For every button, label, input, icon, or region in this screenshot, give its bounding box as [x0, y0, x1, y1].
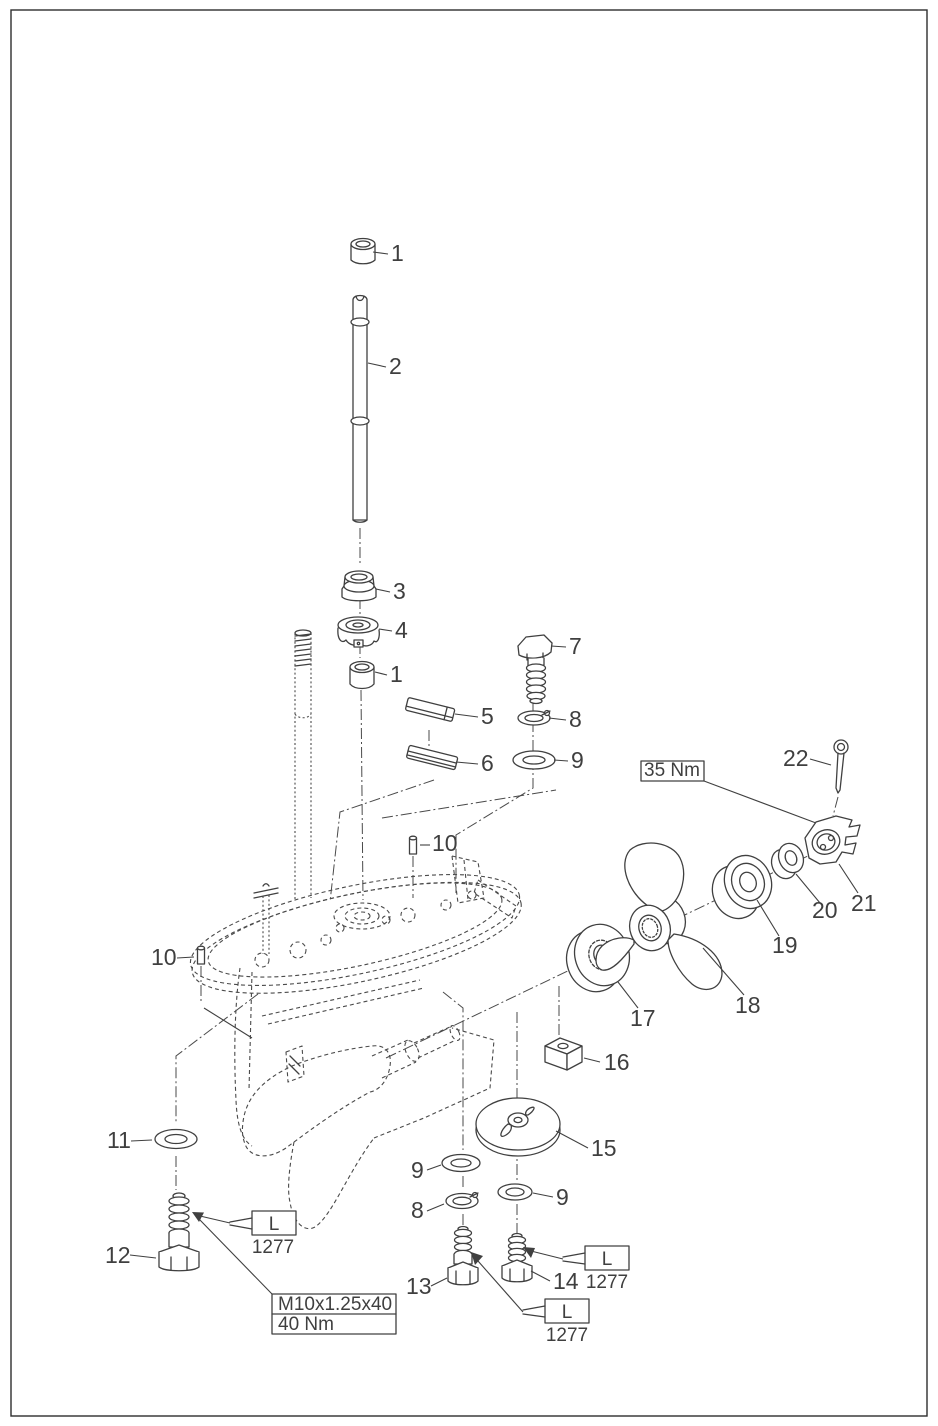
- flange-stud: [294, 629, 312, 900]
- callout-8: 8: [569, 706, 582, 732]
- callout-14: 14: [553, 1268, 579, 1294]
- bolt-spec-label: M10x1.25x40: [278, 1294, 392, 1315]
- part-18-propeller: [595, 842, 723, 991]
- part-16-block: [544, 1037, 583, 1071]
- part-7-bolt: [517, 634, 553, 705]
- part-20-washer: [770, 842, 805, 880]
- callout-9: 9: [571, 747, 584, 773]
- callout-10-left: 10: [151, 944, 177, 970]
- callout-4: 4: [395, 617, 408, 643]
- callout-7: 7: [569, 633, 582, 659]
- part-14-bolt: [501, 1232, 533, 1283]
- part-21-castle-nut: [804, 815, 861, 865]
- part-13-bolt: [447, 1225, 479, 1286]
- callout-13: 13: [406, 1273, 432, 1299]
- part-11-washer: [154, 1128, 198, 1150]
- part-8-lock-washer-mid: [445, 1191, 479, 1210]
- drawing-border: [10, 9, 928, 1417]
- part-10-pin-upper: [408, 835, 418, 855]
- part-12-bolt: [158, 1192, 200, 1272]
- callout-9-mid: 9: [411, 1157, 424, 1183]
- part-5-key: [405, 697, 456, 722]
- loctite-number: 1277: [546, 1325, 588, 1346]
- part-8-lock-washer: [517, 709, 551, 726]
- part-9-washer-mid: [441, 1153, 481, 1173]
- callout-21: 21: [851, 890, 877, 916]
- gearcase-housing-hidden: [189, 629, 522, 1230]
- part-15-cover-plate: [475, 1097, 561, 1157]
- callout-numbers: 1 2 3 4 1 5 6 7 8 9 10 10 11 12 13 14 15…: [105, 240, 877, 1299]
- callout-1-mid: 1: [390, 661, 403, 687]
- callout-5: 5: [481, 703, 494, 729]
- loctite-letter: L: [562, 1302, 573, 1323]
- bolt-torque-label: 40 Nm: [278, 1314, 334, 1335]
- callout-18: 18: [735, 992, 761, 1018]
- callout-3: 3: [393, 578, 406, 604]
- callout-19: 19: [772, 932, 798, 958]
- flange-cross-stud: [253, 883, 279, 954]
- loctite-number: 1277: [586, 1272, 628, 1293]
- part-9-washer: [512, 750, 556, 770]
- callout-1-top: 1: [391, 240, 404, 266]
- callout-15: 15: [591, 1135, 617, 1161]
- loctite-letter: L: [269, 1214, 280, 1235]
- part-1-bushing-mid: [349, 660, 375, 690]
- part-19-bearing: [711, 854, 773, 920]
- callout-22: 22: [783, 745, 809, 771]
- loctite-tube-2: L 1277: [523, 1245, 630, 1293]
- callout-12: 12: [105, 1242, 131, 1268]
- loctite-number: 1277: [252, 1237, 294, 1258]
- part-9-washer-right: [497, 1183, 533, 1201]
- loctite-letter: L: [602, 1249, 613, 1270]
- part-6-key: [406, 744, 459, 771]
- callout-10-upper: 10: [432, 830, 458, 856]
- loctite-tube-3: L 1277: [471, 1252, 590, 1346]
- callout-9-right: 9: [556, 1184, 569, 1210]
- part-22-cotter-pin: [833, 739, 849, 794]
- bolt-spec-box: M10x1.25x40 40 Nm: [198, 1218, 397, 1335]
- torque-prop-label: 35 Nm: [644, 760, 700, 781]
- callout-6: 6: [481, 750, 494, 776]
- part-1-bushing-top: [350, 237, 376, 265]
- part-3-bushing: [341, 570, 377, 602]
- callout-2: 2: [389, 353, 402, 379]
- callout-20: 20: [812, 897, 838, 923]
- part-10-pin-left: [196, 945, 253, 1039]
- callout-17: 17: [630, 1005, 656, 1031]
- part-4-flanged-nut: [337, 616, 380, 648]
- callout-16: 16: [604, 1049, 630, 1075]
- callout-11: 11: [107, 1127, 131, 1153]
- callout-leaders: [129, 251, 859, 1287]
- torque-box-prop: 35 Nm: [640, 760, 817, 824]
- part-2-driveshaft: [350, 294, 370, 523]
- callout-8-mid: 8: [411, 1197, 424, 1223]
- loctite-tube-1: L 1277: [192, 1210, 297, 1258]
